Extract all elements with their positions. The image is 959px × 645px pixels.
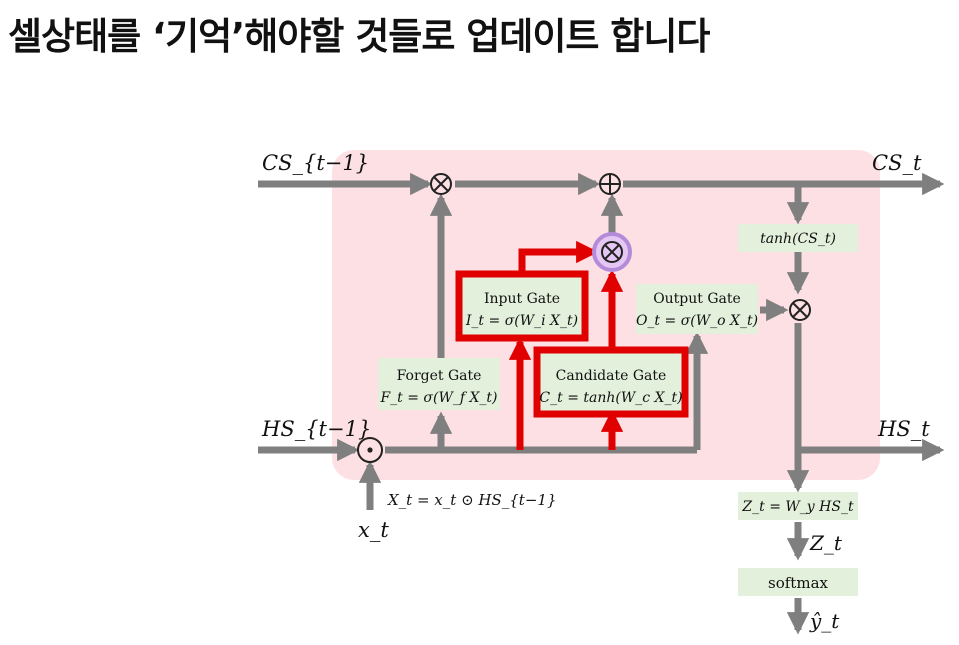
output-gate-title: Output Gate [653,291,741,307]
forget-gate-title: Forget Gate [397,368,482,384]
forget-gate-box: Forget Gate F_t = σ(W_f X_t) [378,358,500,410]
forget-gate-formula: F_t = σ(W_f X_t) [379,390,497,406]
output-gate-formula: O_t = σ(W_o X_t) [636,313,758,329]
tanh-cs-formula: tanh(CS_t) [760,231,836,247]
softmax-label: softmax [768,574,828,592]
hs-next-label: HS_t [877,417,930,441]
input-gate-formula: I_t = σ(W_i X_t) [465,313,578,329]
hs-prev-label: HS_{t−1} [261,417,371,441]
tanh-cs-box: tanh(CS_t) [738,224,858,252]
cs-next-label: CS_t [872,151,922,175]
output-gate-box: Output Gate O_t = σ(W_o X_t) [636,284,758,334]
z-eq-formula: Z_t = W_y HS_t [741,499,854,515]
candidate-gate-box: Candidate Gate C_t = tanh(W_c X_t) [533,346,689,418]
add-op [599,173,621,195]
candidate-gate-title: Candidate Gate [556,368,667,384]
softmax-box: softmax [738,568,858,596]
z-eq-box: Z_t = W_y HS_t [738,492,858,520]
candidate-gate-formula: C_t = tanh(W_c X_t) [539,390,682,406]
multiply-op-output [789,299,811,321]
y-hat-label: ŷ_t [809,609,840,633]
multiply-op-input [592,232,632,272]
gray-arrows [258,172,945,635]
x-equation-label: X_t = x_t ⊙ HS_{t−1} [387,491,557,509]
cs-prev-label: CS_{t−1} [262,151,369,175]
x-input-label: x_t [358,518,389,542]
z-output-label: Z_t [809,531,843,555]
slide-title: 셀상태를 ‘기억’해야할 것들로 업데이트 합니다 [8,15,710,58]
red-arrows [508,240,624,450]
input-gate-title: Input Gate [484,291,560,307]
multiply-op-forget [430,173,452,195]
input-gate-box: Input Gate I_t = σ(W_i X_t) [455,270,589,342]
hadamard-op [357,437,383,463]
